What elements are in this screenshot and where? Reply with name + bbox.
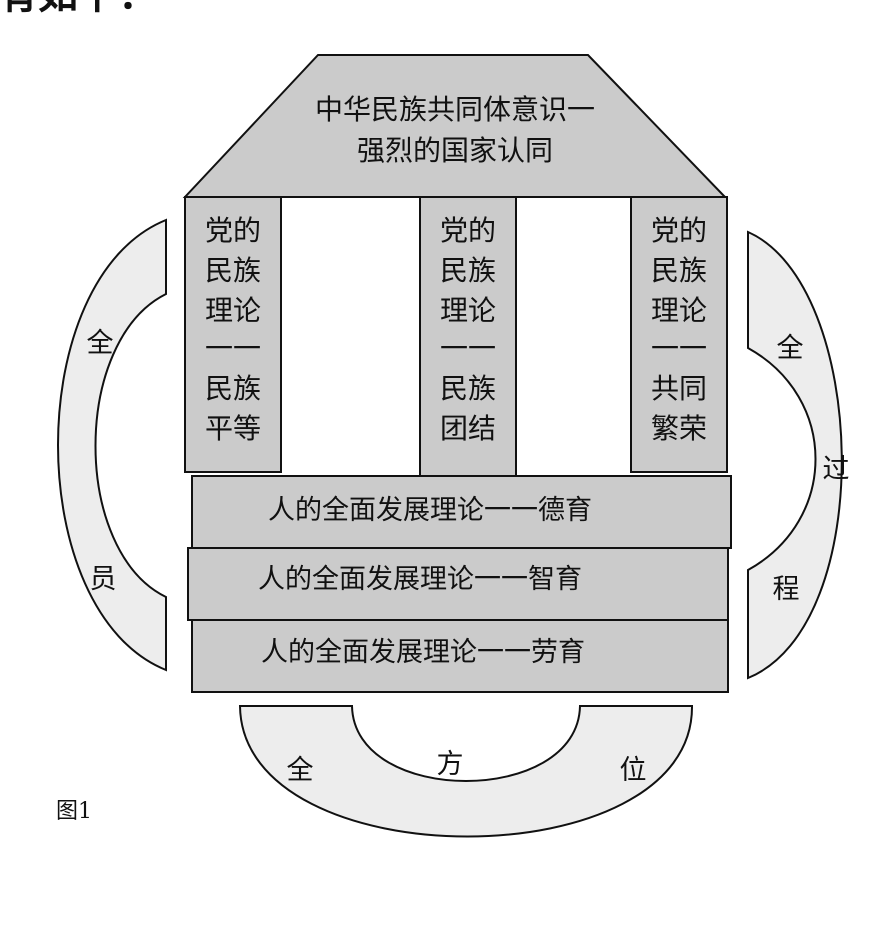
roof-title-line-2: 强烈的国家认同 bbox=[357, 134, 553, 167]
pillar-right-text: 繁荣 bbox=[651, 412, 707, 445]
left-arc-band bbox=[57, 218, 167, 672]
bar-moral-education: 人的全面发展理论一一德育 bbox=[191, 475, 732, 549]
roof-trapezoid bbox=[182, 54, 728, 198]
pillar-middle-column bbox=[419, 196, 517, 481]
pillar-right-column bbox=[630, 196, 728, 473]
bottom-arc-char: 全 bbox=[287, 755, 314, 786]
bar-labor-education-box bbox=[191, 619, 729, 693]
bar-intellectual-education-label: 人的全面发展理论一一智育 bbox=[258, 564, 582, 595]
right-arc-char: 程 bbox=[773, 574, 800, 605]
right-arc-char: 过 bbox=[823, 454, 850, 485]
left-arc-char: 全 bbox=[87, 328, 114, 359]
left-arc-char: 员 bbox=[90, 564, 117, 595]
pillar-left-text: 一一 bbox=[205, 332, 261, 365]
bottom-arc-band bbox=[238, 705, 694, 838]
pillar-left-text: 党的 bbox=[205, 214, 261, 247]
right-arc-band bbox=[747, 230, 843, 680]
pillar-right-text: 共同 bbox=[651, 372, 707, 405]
pillar-middle-text: 理论 bbox=[440, 294, 496, 327]
pillar-middle-text: 民族 bbox=[440, 372, 496, 405]
pillar-left-text: 民族 bbox=[205, 372, 261, 405]
pillar-middle: 党的 民族 理论 一一 民族 团结 bbox=[419, 196, 517, 481]
pillar-middle-text: 民族 bbox=[440, 254, 496, 287]
pillar-left-column bbox=[184, 196, 282, 473]
pillar-right-text: 党的 bbox=[651, 214, 707, 247]
right-arc-char: 全 bbox=[777, 333, 804, 364]
pillar-left-text: 理论 bbox=[205, 294, 261, 327]
pillar-right: 党的 民族 理论 一一 共同 繁荣 bbox=[630, 196, 728, 473]
pillar-left-text: 平等 bbox=[205, 412, 261, 445]
pillar-middle-text: 党的 bbox=[440, 214, 496, 247]
pillar-left-text: 民族 bbox=[205, 254, 261, 287]
top-text-fragment: 有如下： bbox=[0, 0, 158, 18]
pillar-middle-text: 一一 bbox=[440, 332, 496, 365]
pillar-right-text: 理论 bbox=[651, 294, 707, 327]
pillar-right-text: 民族 bbox=[651, 254, 707, 287]
bottom-arc-char: 方 bbox=[437, 749, 464, 780]
pillar-left: 党的 民族 理论 一一 民族 平等 bbox=[184, 196, 282, 473]
pillar-middle-text: 团结 bbox=[440, 412, 496, 445]
bar-labor-education-label: 人的全面发展理论一一劳育 bbox=[261, 637, 585, 668]
bar-moral-education-label: 人的全面发展理论一一德育 bbox=[268, 495, 592, 526]
roof-title-line-1: 中华民族共同体意识一 bbox=[315, 93, 595, 126]
bar-intellectual-education: 人的全面发展理论一一智育 bbox=[187, 547, 729, 621]
pillar-right-text: 一一 bbox=[651, 332, 707, 365]
bottom-arc-char: 位 bbox=[620, 755, 647, 786]
figure-label: 图1 bbox=[56, 799, 92, 824]
bar-labor-education: 人的全面发展理论一一劳育 bbox=[191, 619, 729, 693]
